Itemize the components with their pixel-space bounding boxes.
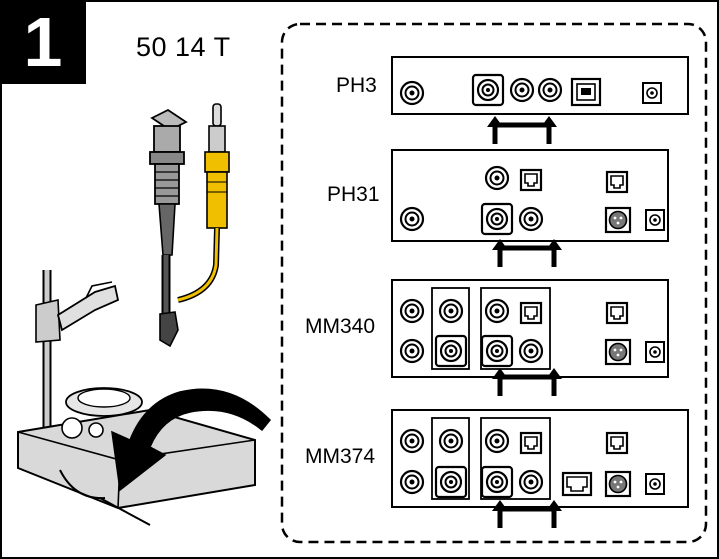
- curved-arrow-icon: [111, 388, 272, 492]
- coax-jack-icon: [399, 298, 425, 324]
- coax-jack-icon: [399, 469, 425, 495]
- bnc-jack-icon: [434, 465, 468, 499]
- coax-jack-icon: [518, 338, 544, 364]
- meter-row-mm374: MM374: [305, 409, 689, 528]
- rj-jack-icon: [561, 471, 593, 497]
- coax-jack-icon: [399, 338, 425, 364]
- coax-jack-icon: [438, 298, 464, 324]
- meter-row-ph3: PH3: [336, 56, 689, 144]
- bridge-arrow-icon: [492, 239, 562, 267]
- coax-jack-icon: [645, 209, 665, 231]
- bridge-arrow-icon: [487, 116, 557, 144]
- coax-jack-icon: [484, 298, 510, 324]
- bnc-jack-icon: [480, 202, 514, 236]
- coax-jack-icon: [484, 428, 510, 454]
- meter-label-ph3: PH3: [336, 74, 377, 97]
- coax-jack-icon: [518, 469, 544, 495]
- mini-din-jack-icon: [604, 338, 632, 366]
- model-code-label: 50 14 T: [136, 32, 231, 62]
- rj-jack-icon: [570, 77, 602, 107]
- rj-jack-icon: [519, 301, 543, 325]
- coax-jack-icon: [537, 77, 563, 103]
- coax-jack-icon: [438, 428, 464, 454]
- rj-jack-icon: [519, 431, 543, 455]
- coax-jack-icon: [484, 165, 510, 191]
- meter-label-ph31: PH31: [327, 183, 380, 206]
- coax-jack-icon: [509, 77, 535, 103]
- meter-row-ph31: PH31: [327, 149, 669, 267]
- bnc-jack-icon: [480, 465, 514, 499]
- bnc-connector-icon: [149, 108, 188, 320]
- coax-jack-icon: [399, 80, 425, 106]
- mini-din-jack-icon: [604, 206, 632, 234]
- meter-row-mm340: MM340: [305, 279, 669, 396]
- connector-panel-outline: [280, 22, 708, 544]
- coax-jack-icon: [645, 341, 665, 363]
- rj-jack-icon: [605, 431, 629, 455]
- rj-jack-icon: [605, 170, 629, 194]
- rj-jack-icon: [519, 168, 543, 192]
- rj-jack-icon: [605, 301, 629, 325]
- step-number-badge: 1: [0, 0, 86, 84]
- bnc-jack-icon: [434, 334, 468, 368]
- coax-jack-icon: [399, 428, 425, 454]
- coax-jack-icon: [645, 473, 665, 495]
- meter-label-mm340: MM340: [305, 315, 375, 338]
- coax-jack-icon: [642, 82, 662, 104]
- coax-jack-icon: [518, 206, 544, 232]
- bnc-jack-icon: [471, 73, 505, 107]
- coax-jack-icon: [399, 206, 425, 232]
- meter-label-mm374: MM374: [305, 445, 375, 468]
- banana-plug-icon: [177, 103, 230, 303]
- cable-bundle-end: [159, 311, 179, 348]
- bnc-jack-icon: [480, 334, 514, 368]
- mini-din-jack-icon: [604, 470, 632, 498]
